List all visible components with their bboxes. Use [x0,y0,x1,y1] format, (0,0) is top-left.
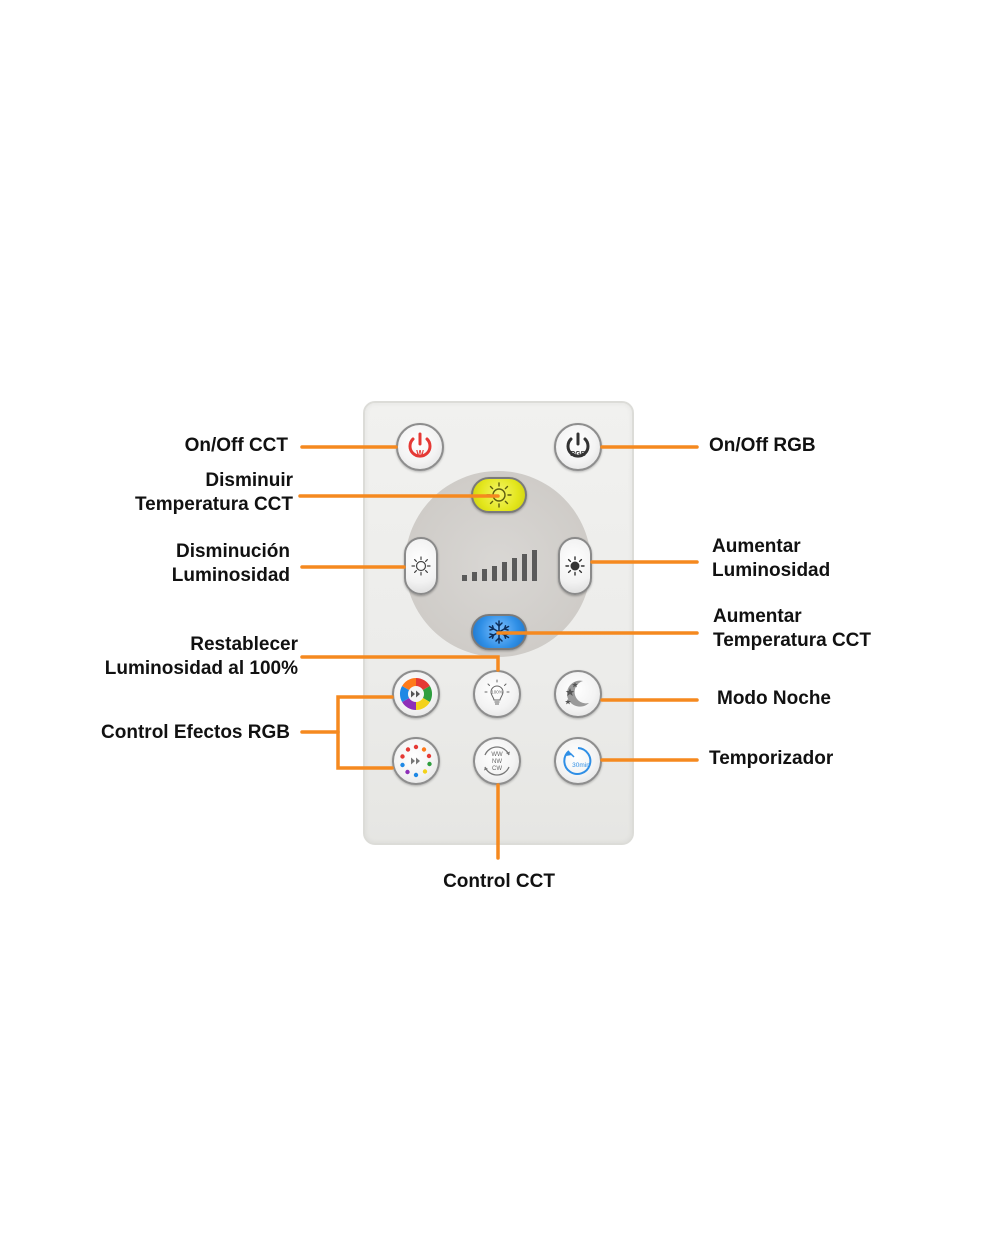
cct-nw-text: NW [492,759,502,765]
label-timer: Temporizador [709,748,834,769]
temperature-down-button[interactable] [471,477,527,513]
label-brightness-up: Aumentar Luminosidad [712,536,831,581]
clock-icon: 30min [563,747,592,775]
color-wheel-icon [399,677,433,711]
power-icon: W [408,432,432,458]
label-night-mode: Modo Noche [717,688,831,709]
color-dots-icon [400,744,432,778]
cct-ww-text: WW [491,752,503,758]
temperature-up-button[interactable] [471,614,527,650]
cct-cycle-button[interactable]: WW NW CW [473,737,521,785]
power-cct-letter: W [416,449,424,458]
power-cct-button[interactable]: W [396,423,444,471]
sun-icon [486,482,512,508]
power-rgb-letters: RGB [570,451,586,458]
brightness-up-button[interactable] [558,537,592,595]
label-rgb-effects: Control Efectos RGB [101,722,290,743]
reset-brightness-button[interactable]: 100% [473,670,521,718]
label-onoff-cct: On/Off CCT [184,435,288,456]
label-reset-brightness: Restablecer Luminosidad al 100% [104,634,298,679]
snowflake-icon [488,620,510,644]
rgb-effect-button-1[interactable] [392,670,440,718]
reset-percent-text: 100% [491,690,503,695]
night-mode-button[interactable] [554,670,602,718]
brightness-down-button[interactable] [404,537,438,595]
cycle-arrows-icon: WW NW CW [484,746,510,776]
label-temperature-down: Disminuir Temperatura CCT [134,470,293,515]
timer-button[interactable]: 30min [554,737,602,785]
label-cct-control: Control CCT [443,871,555,892]
label-temperature-up: Aumentar Temperatura CCT [713,606,872,651]
rgb-effect-button-2[interactable] [392,737,440,785]
label-onoff-rgb: On/Off RGB [709,435,816,456]
label-brightness-down: Disminución Luminosidad [171,541,290,586]
power-icon: RGB [566,432,590,458]
power-rgb-button[interactable]: RGB [554,423,602,471]
moon-stars-icon [565,680,589,707]
bulb-icon: 100% [484,679,510,705]
sun-icon [411,556,431,576]
cct-cw-text: CW [492,766,502,772]
timer-text: 30min [572,762,590,769]
sun-filled-icon [565,556,585,576]
